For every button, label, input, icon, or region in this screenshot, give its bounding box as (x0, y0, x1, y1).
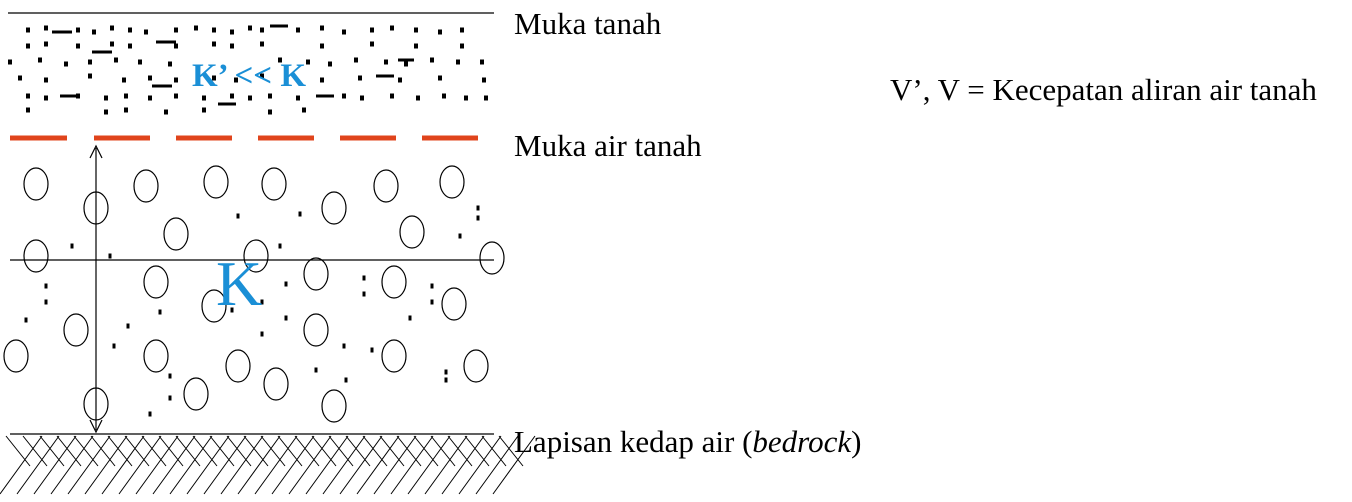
ground-surface-label: Muka tanah (514, 6, 662, 41)
bedrock-label-italic: bedrock (752, 424, 852, 459)
bedrock-label-suffix: ) (851, 424, 862, 459)
velocity-note: V’, V = Kecepatan aliran air tanah (890, 72, 1317, 107)
bedrock-label: Lapisan kedap air (bedrock) (514, 426, 861, 457)
upper-layer-permeability-label: K’ << K (192, 58, 306, 94)
bedrock-label-prefix: Lapisan kedap air ( (514, 424, 753, 459)
water-table-label: Muka air tanah (514, 128, 702, 163)
bedrock-hatching (0, 435, 536, 495)
unsaturated-zone-texture (8, 24, 488, 115)
aquifer-permeability-label: K (216, 248, 263, 319)
aquifer-thickness-arrow (89, 144, 103, 434)
aquifer-texture (3, 165, 505, 423)
